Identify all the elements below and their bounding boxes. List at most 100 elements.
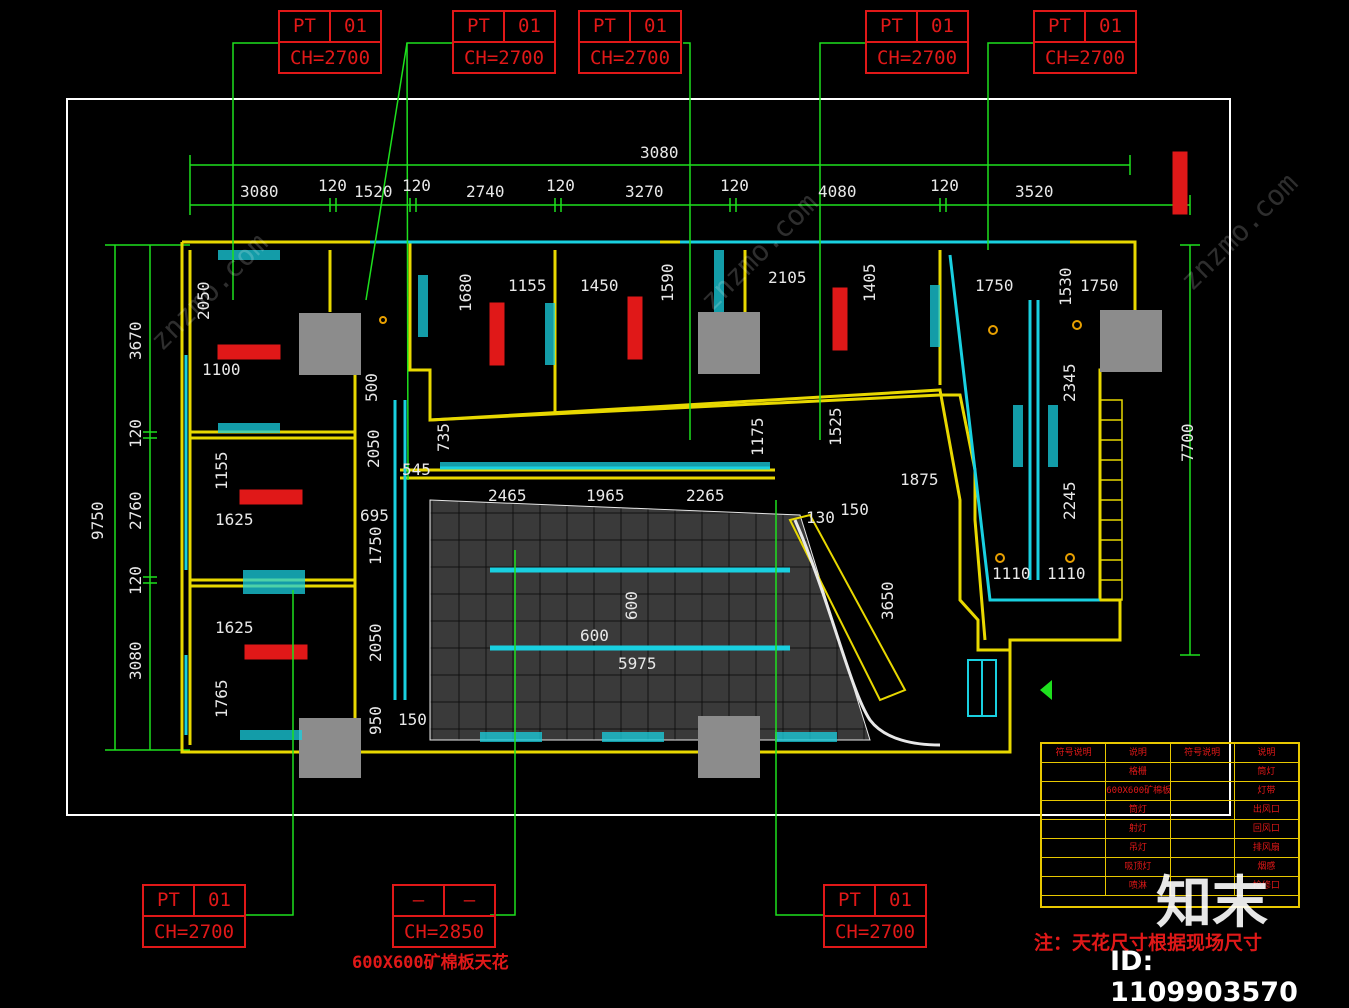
dim-inner: 695: [360, 506, 389, 525]
legend-symbol: [1042, 877, 1107, 895]
dim-top-seg: 3520: [1015, 182, 1054, 201]
tag-number: 01: [629, 12, 680, 41]
legend-desc: 射灯: [1106, 820, 1171, 838]
tag-ceiling-height: CH=2700: [1044, 47, 1126, 69]
dim-inner: 5975: [618, 654, 657, 673]
tag-number: 01: [1084, 12, 1135, 41]
legend-desc: 吸顶灯: [1106, 858, 1171, 876]
dim-inner: 1155: [212, 451, 231, 490]
tag-number: 01: [503, 12, 554, 41]
ceiling-tag-7: —— CH=2850: [392, 884, 496, 948]
dim-inner: 2050: [366, 623, 385, 662]
tag-code: PT: [838, 889, 861, 911]
dim-inner: 1965: [586, 486, 625, 505]
entry-door: [967, 659, 997, 717]
legend-header-cell: 说明: [1106, 744, 1171, 762]
tag-code: PT: [157, 889, 180, 911]
dim-top-seg: 120: [318, 176, 347, 195]
dim-inner: 1175: [748, 417, 767, 456]
left-dimension-lines: [105, 244, 190, 751]
curved-wall: [793, 519, 941, 747]
downlights: [379, 316, 1082, 563]
legend-desc: 喷淋: [1106, 877, 1171, 895]
dim-left-seg: 3080: [126, 641, 145, 680]
dim-inner: 150: [840, 500, 869, 519]
tag-code: PT: [593, 15, 616, 37]
legend-symbol: [1042, 858, 1107, 876]
dim-inner: 545: [402, 460, 431, 479]
legend-header-cell: 符号说明: [1042, 744, 1107, 762]
legend-desc: 检修口: [1252, 881, 1280, 891]
dim-inner: 3650: [878, 581, 897, 620]
brand-logo: 知末: [1156, 871, 1268, 936]
dim-top-seg: 4080: [818, 182, 857, 201]
legend-desc: 排风扇: [1252, 843, 1280, 853]
legend-symbol: [1171, 763, 1235, 781]
dim-inner: 1625: [215, 618, 254, 637]
dim-inner: 600: [580, 626, 609, 645]
legend-row: 吸顶灯 烟感: [1042, 858, 1298, 877]
legend-header: 符号说明 说明 符号说明 说明: [1042, 744, 1298, 763]
dim-inner: 1525: [826, 407, 845, 446]
legend-symbol: [1171, 782, 1235, 800]
dim-inner: 1155: [508, 276, 547, 295]
legend-desc: 烟感: [1257, 862, 1276, 872]
dim-inner: 600: [622, 591, 641, 620]
legend-row: 格栅筒灯: [1042, 763, 1298, 782]
dim-inner: 1750: [975, 276, 1014, 295]
glazing: [184, 240, 1100, 735]
tag-number: 01: [874, 886, 925, 915]
legend-symbol: [1171, 877, 1235, 895]
tag-number: —: [443, 886, 494, 915]
diagonal-strip: [788, 513, 907, 702]
ceiling-note: 注：天花尺寸根据现场尺寸: [1034, 932, 1263, 954]
dim-inner: 2345: [1060, 363, 1079, 402]
tag-code: PT: [1048, 15, 1071, 37]
legend-row: 喷淋 检修口: [1042, 877, 1298, 896]
legend-desc: 格栅: [1106, 763, 1171, 781]
legend-symbol: [1042, 801, 1107, 819]
dim-top-seg: 3080: [240, 182, 279, 201]
legend-desc: 回风口: [1252, 824, 1280, 834]
dim-inner: 1100: [202, 360, 241, 379]
sheet-frame: [66, 98, 1231, 816]
legend-header-cell: 说明: [1257, 748, 1276, 758]
entry-arrow: [1040, 680, 1052, 700]
dim-inner: 1625: [215, 510, 254, 529]
dim-inner: 735: [434, 423, 453, 452]
dim-right: 7700: [1178, 423, 1197, 462]
tag-number: 01: [916, 12, 967, 41]
tag-ceiling-height: CH=2700: [876, 47, 958, 69]
dim-top-seg: 120: [546, 176, 575, 195]
legend-desc: 出风口: [1252, 805, 1280, 815]
dim-inner: 950: [366, 706, 385, 735]
legend-header-cell: 符号说明: [1171, 744, 1235, 762]
dim-inner: 2465: [488, 486, 527, 505]
dim-inner: 1750: [366, 526, 385, 565]
dim-left-seg: 3670: [126, 321, 145, 360]
dim-overall-left: 9750: [88, 501, 107, 540]
diffusers: [218, 250, 1058, 742]
legend-symbol: [1171, 820, 1235, 838]
dim-top-seg: 1520: [354, 182, 393, 201]
dim-top-seg: 120: [720, 176, 749, 195]
dim-inner: 1110: [992, 564, 1031, 583]
legend-row: 筒灯 出风口: [1042, 801, 1298, 820]
dim-top-seg: 3270: [625, 182, 664, 201]
legend-symbol: [1042, 839, 1107, 857]
ceiling-tag-5: PT 01 CH=2700: [1033, 10, 1137, 74]
leader-lines: [232, 42, 1033, 916]
dim-inner: 2245: [1060, 481, 1079, 520]
dim-inner: 1110: [1047, 564, 1086, 583]
legend-symbol: [1171, 858, 1235, 876]
legend-desc: 灯带: [1257, 786, 1276, 796]
dim-inner: 150: [398, 710, 427, 729]
legend-desc: 筒灯: [1106, 801, 1171, 819]
